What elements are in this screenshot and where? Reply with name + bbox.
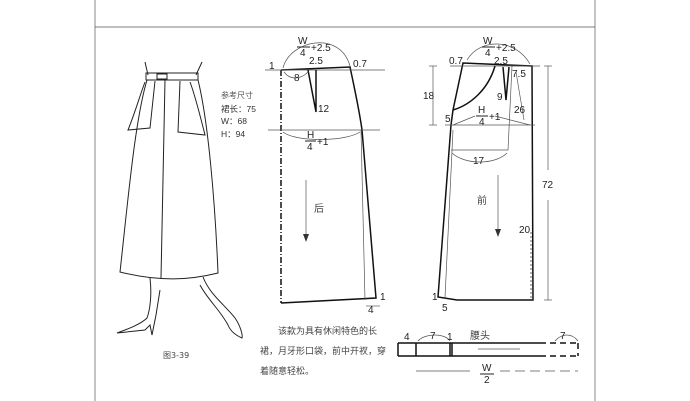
dim-label: 72 <box>542 180 554 191</box>
reference-waist: W：68 <box>221 116 247 126</box>
reference-hip: H：94 <box>221 128 246 139</box>
front-hip-formula-num: H <box>478 105 485 116</box>
dim-label: 20 <box>519 225 531 236</box>
front-hip-formula-add: +1 <box>489 112 501 123</box>
back-hip-formula-add: +1 <box>317 137 329 148</box>
dim-label: 0.7 <box>353 59 367 70</box>
waistband-label: 腰头 <box>470 330 490 342</box>
dim-label: 1 <box>269 61 275 72</box>
dim-label: 7.5 <box>512 69 526 80</box>
dim-label: 17 <box>473 156 485 167</box>
dim-label: 1 <box>432 292 438 303</box>
dim-label: 2.5 <box>494 56 508 67</box>
back-piece-label: 后 <box>314 203 324 215</box>
waistband-length-den: 2 <box>484 375 490 386</box>
dim-label: 7 <box>430 331 436 342</box>
dim-label: 5 <box>442 303 448 314</box>
skirt-illustration <box>116 61 243 339</box>
back-hip-formula-num: H <box>307 130 314 141</box>
front-pattern: W 4 +2.5 0.7 2.5 7.5 18 9 5 H 4 +1 26 17… <box>423 36 554 314</box>
dim-label: 12 <box>318 104 330 115</box>
dim-label: 1 <box>447 332 453 343</box>
figure-caption: 图3-39 <box>163 351 190 360</box>
back-waist-formula-add: +2.5 <box>311 43 331 54</box>
dim-label: 26 <box>514 105 526 116</box>
reference-length: 裙长：75 <box>221 103 256 114</box>
front-waist-formula-add: +2.5 <box>496 43 516 54</box>
waistband-length-num: W <box>482 363 492 374</box>
dim-label: 4 <box>404 332 410 343</box>
back-hip-formula-den: 4 <box>307 142 313 153</box>
front-hip-formula-den: 4 <box>479 117 485 128</box>
front-waist-formula-den: 4 <box>485 48 491 59</box>
reference-title: 参考尺寸 <box>221 91 253 100</box>
dim-label: 9 <box>497 92 503 103</box>
dim-label: 1 <box>380 292 386 303</box>
dim-label: 5 <box>445 114 451 125</box>
dim-label: 4 <box>368 305 374 316</box>
dim-label: 8 <box>294 73 300 84</box>
reference-sizes: 参考尺寸 裙长：75 W：68 H：94 <box>221 90 256 140</box>
front-waist-formula-num: W <box>483 36 493 47</box>
dim-label: 0.7 <box>449 56 463 67</box>
dim-label: 2.5 <box>309 56 323 67</box>
waistband-pattern: 4 7 1 腰头 7 W 2 <box>397 330 580 386</box>
front-piece-label: 前 <box>477 194 487 207</box>
style-description: 该款为具有休闲特色的长裙，月牙形口袋，前中开衩，穿着随意轻松。 <box>260 327 387 377</box>
back-pattern: W 4 +2.5 1 8 2.5 0.7 12 H 4 +1 后 4 1 <box>265 36 386 316</box>
back-waist-formula-den: 4 <box>300 48 306 59</box>
dim-label: 18 <box>423 91 435 102</box>
dim-label: 7 <box>560 331 566 342</box>
back-waist-formula-num: W <box>298 36 308 47</box>
